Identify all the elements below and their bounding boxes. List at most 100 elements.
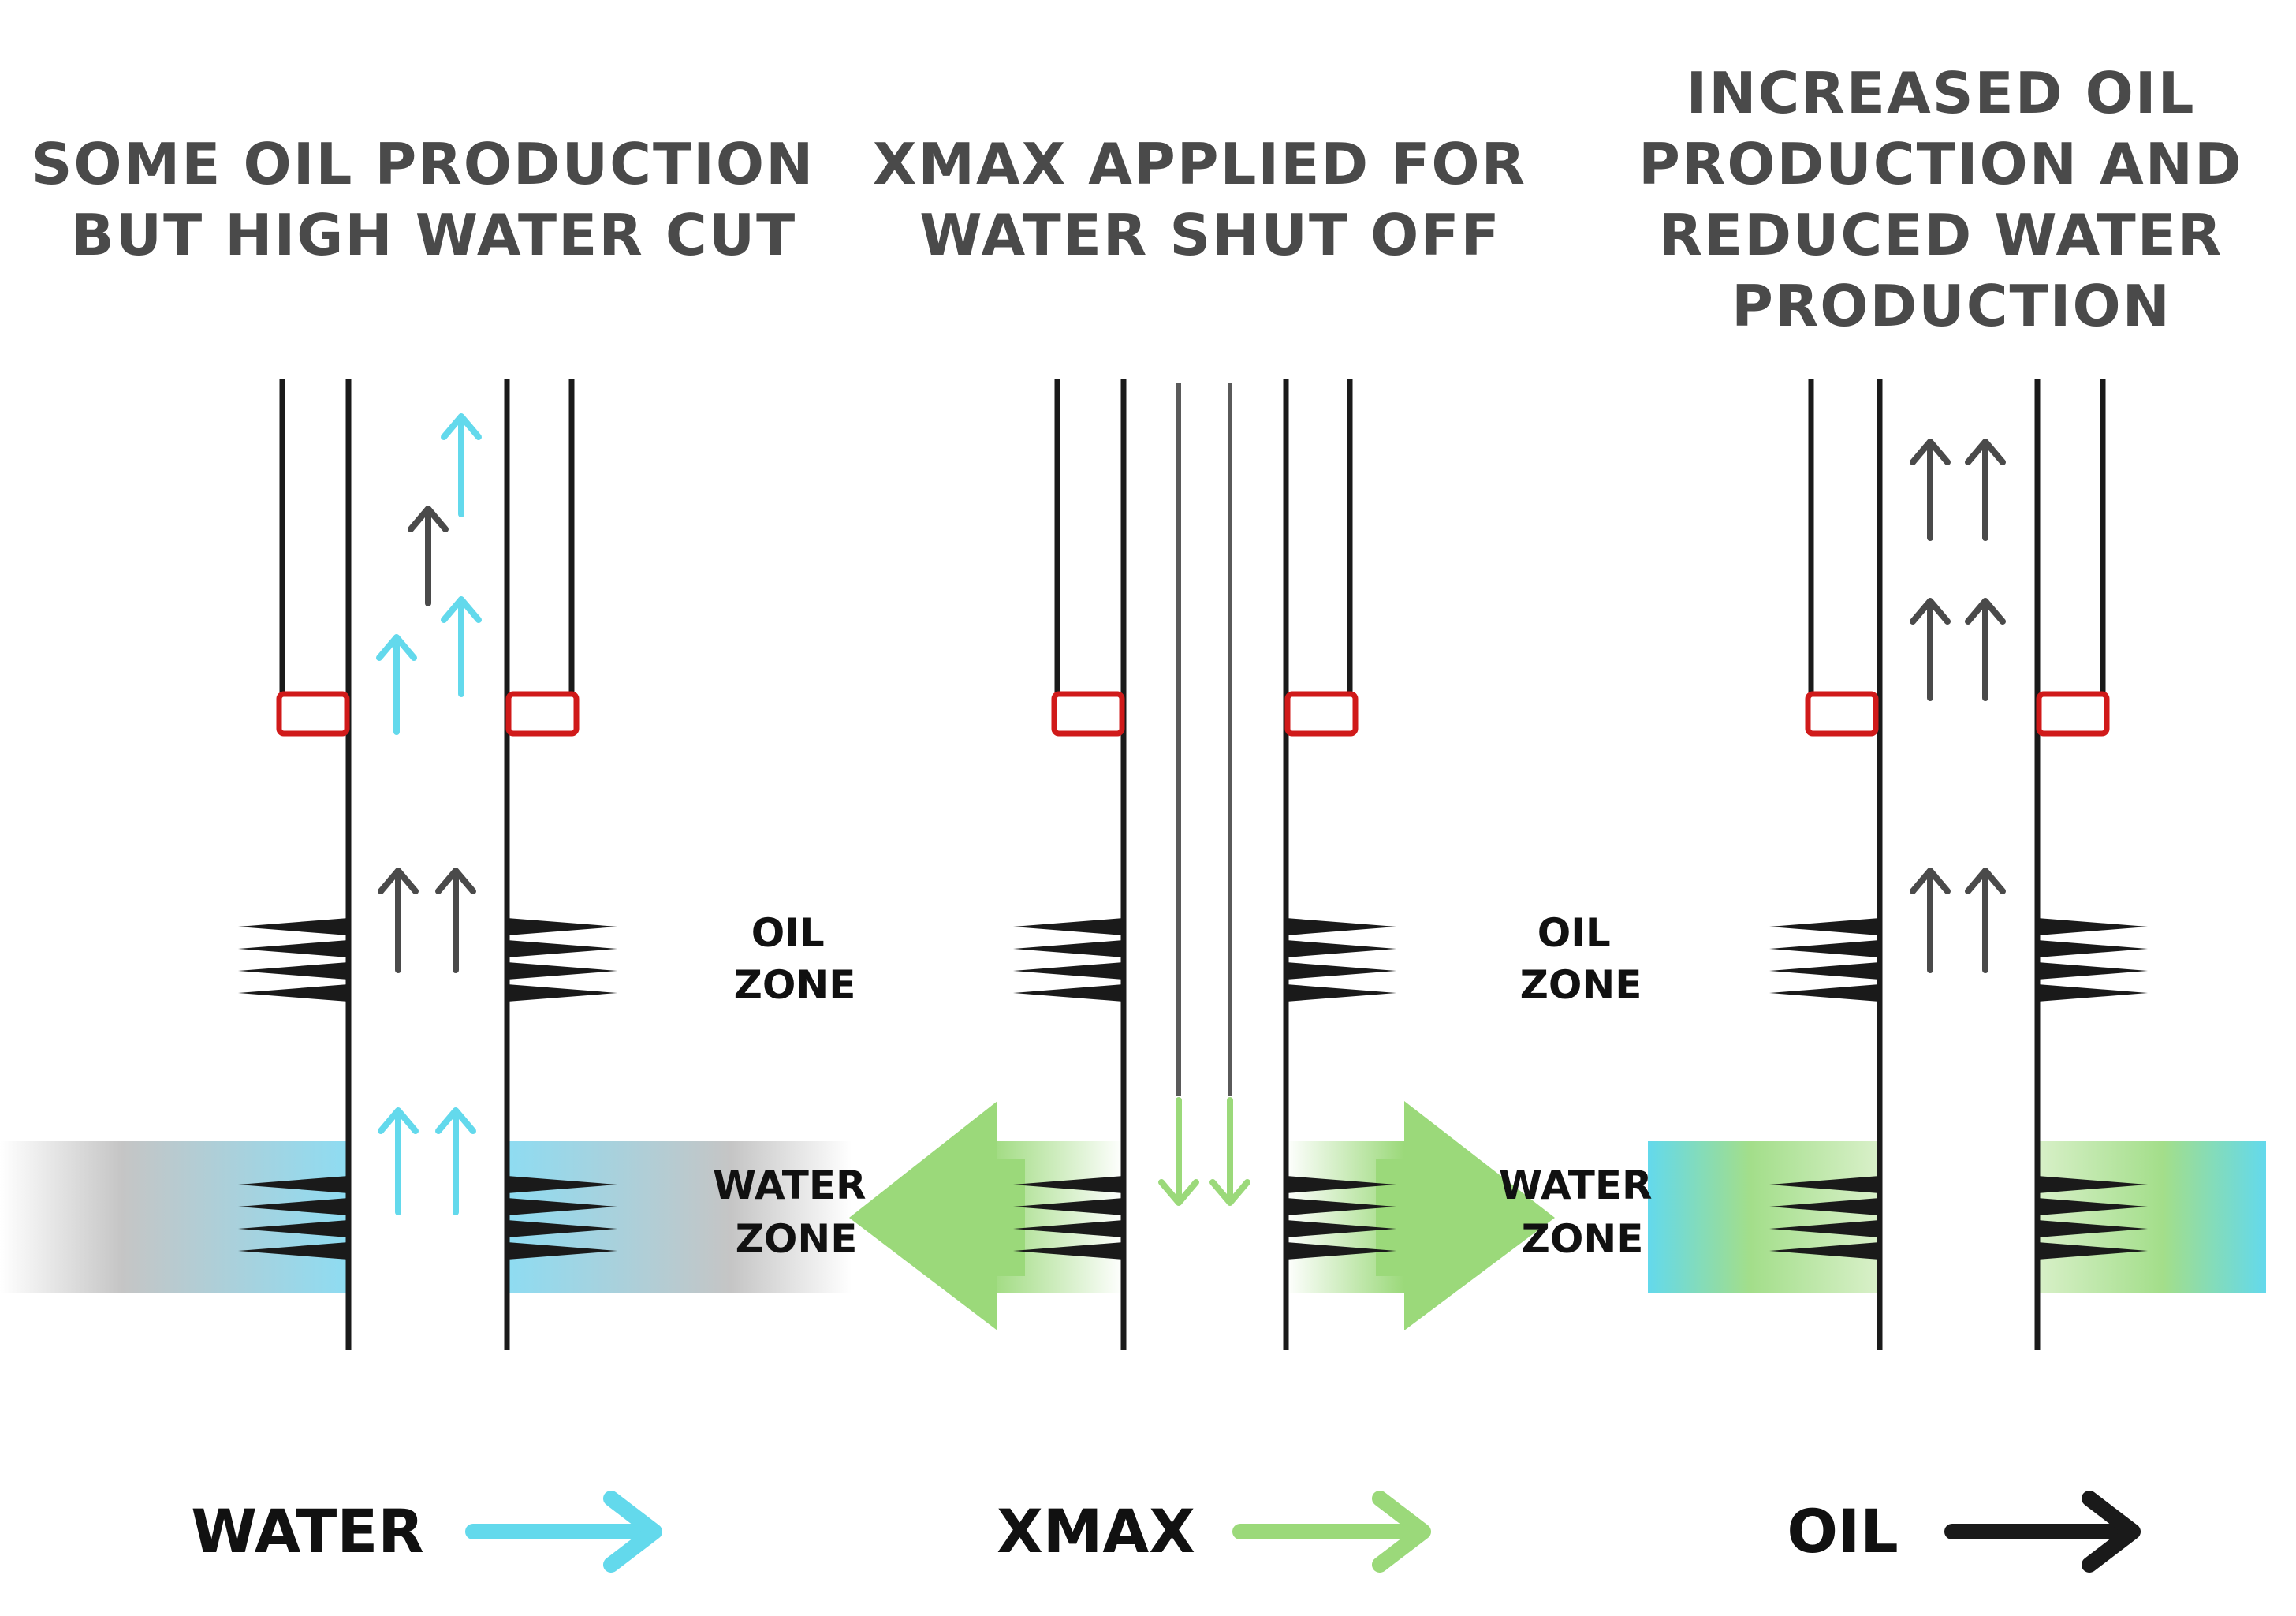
packer <box>1284 691 1359 737</box>
perforation-tooth <box>1013 1220 1124 1237</box>
perforation-tooth <box>1769 984 1880 1002</box>
panel-2-title: XMAX APPLIED FOR WATER SHUT OFF <box>873 131 1548 268</box>
water-flow-arrow <box>435 1107 476 1215</box>
packer <box>1805 691 1879 737</box>
water-band-left <box>0 1141 348 1293</box>
oil-flow-arrow <box>408 506 449 606</box>
panel-3-title-line-1: INCREASED OIL <box>1686 60 2195 126</box>
perforation-tooth <box>1769 940 1880 957</box>
oil-flow-arrow <box>378 868 419 973</box>
packer <box>1051 691 1125 737</box>
perforation-tooth <box>2037 1220 2148 1237</box>
water-band-right <box>507 1141 852 1293</box>
panel-1-title: SOME OIL PRODUCTION BUT HIGH WATER CUT <box>32 131 837 268</box>
water-flow-arrow <box>378 1107 419 1215</box>
perforation-tooth <box>507 940 617 957</box>
perforation-tooth <box>1286 1242 1396 1260</box>
perforation-tooth <box>1286 1198 1396 1215</box>
oil-flow-arrow <box>1965 439 2006 541</box>
zone-label-oil-1: OIL ZONE <box>734 910 856 1008</box>
panel-1-title-line-2: BUT HIGH WATER CUT <box>71 202 797 268</box>
perforation-tooth <box>1769 1176 1880 1193</box>
panel-2-title-line-2: WATER SHUT OFF <box>919 202 1500 268</box>
perforation-tooth <box>507 1220 617 1237</box>
perforation-tooth <box>1013 1242 1124 1260</box>
perforation-tooth <box>238 1220 348 1237</box>
perforation-tooth <box>507 1242 617 1260</box>
xmax-injection-arrow-right <box>1376 1101 1555 1330</box>
perforation-tooth <box>238 918 348 935</box>
water-flow-arrow <box>441 596 482 697</box>
perforation-tooth <box>2037 1176 2148 1193</box>
legend: WATER XMAX OIL <box>191 1491 2141 1573</box>
perforation-tooth <box>238 984 348 1002</box>
oil-flow-arrow <box>1965 868 2006 973</box>
perforation-tooth <box>507 1198 617 1215</box>
water-flow-arrow <box>441 413 482 517</box>
perforation-tooth <box>507 1176 617 1193</box>
panel-3-title-line-2: PRODUCTION AND <box>1638 131 2243 197</box>
perforation-tooth <box>2037 1198 2148 1215</box>
water-flow-arrow <box>376 634 417 735</box>
perforation-tooth <box>1286 1176 1396 1193</box>
perforations <box>238 918 2148 1260</box>
oil-flow-arrow <box>1910 598 1951 701</box>
legend-label-oil: OIL <box>1787 1496 1898 1566</box>
perforation-tooth <box>2037 1242 2148 1260</box>
legend-label-water: WATER <box>191 1496 424 1566</box>
panel-2-title-line-1: XMAX APPLIED FOR <box>873 131 1526 197</box>
perforation-tooth <box>1013 984 1124 1002</box>
perforation-tooth <box>2037 962 2148 980</box>
packer <box>505 691 580 737</box>
legend-arrow-oil <box>1944 1491 2141 1573</box>
legend-arrow-xmax <box>1232 1491 1431 1573</box>
perforation-tooth <box>1769 1242 1880 1260</box>
perforation-tooth <box>238 1198 348 1215</box>
flow-arrows <box>376 413 2006 1215</box>
perforation-tooth <box>507 962 617 980</box>
perforation-tooth <box>1013 1176 1124 1193</box>
legend-arrow-water <box>465 1491 662 1573</box>
perforation-tooth <box>1013 962 1124 980</box>
panel-3-title-line-4: PRODUCTION <box>1731 273 2171 339</box>
perforation-tooth <box>238 940 348 957</box>
xmax-flow-arrow <box>1158 1097 1199 1206</box>
perforation-tooth <box>1013 1198 1124 1215</box>
perforation-tooth <box>2037 918 2148 935</box>
legend-label-xmax: XMAX <box>997 1496 1195 1566</box>
perforation-tooth <box>1013 940 1124 957</box>
perforation-tooth <box>1769 1198 1880 1215</box>
packer <box>276 691 350 737</box>
panel-1-title-line-1: SOME OIL PRODUCTION <box>32 131 815 197</box>
oil-flow-arrow <box>1910 868 1951 973</box>
oil-flow-arrow <box>435 868 476 973</box>
panel-3-title: INCREASED OIL PRODUCTION AND REDUCED WAT… <box>1638 60 2264 339</box>
perforation-tooth <box>1769 962 1880 980</box>
perforation-tooth <box>1286 962 1396 980</box>
perforation-tooth <box>1286 1220 1396 1237</box>
treated-band-right <box>2037 1141 2266 1293</box>
perforation-tooth <box>2037 984 2148 1002</box>
zone-label-water-2: WATER ZONE <box>1499 1163 1666 1262</box>
zone-label-oil-2: OIL ZONE <box>1520 910 1642 1008</box>
perforation-tooth <box>1769 1220 1880 1237</box>
packers <box>276 691 2110 737</box>
perforation-tooth <box>1286 984 1396 1002</box>
perforation-tooth <box>238 962 348 980</box>
oil-flow-arrow <box>1910 439 1951 541</box>
xmax-flow-arrow <box>1210 1097 1250 1206</box>
perforation-tooth <box>1286 940 1396 957</box>
panel-3-title-line-3: REDUCED WATER <box>1659 202 2223 268</box>
zone-label-water-1: WATER ZONE <box>713 1163 880 1262</box>
oil-flow-arrow <box>1965 598 2006 701</box>
perforation-tooth <box>2037 940 2148 957</box>
perforation-tooth <box>238 1242 348 1260</box>
packer <box>2036 691 2110 737</box>
perforation-tooth <box>507 918 617 935</box>
treated-band-left <box>1648 1141 1877 1293</box>
perforation-tooth <box>238 1176 348 1193</box>
perforation-tooth <box>507 984 617 1002</box>
perforation-tooth <box>1013 918 1124 935</box>
perforation-tooth <box>1286 918 1396 935</box>
